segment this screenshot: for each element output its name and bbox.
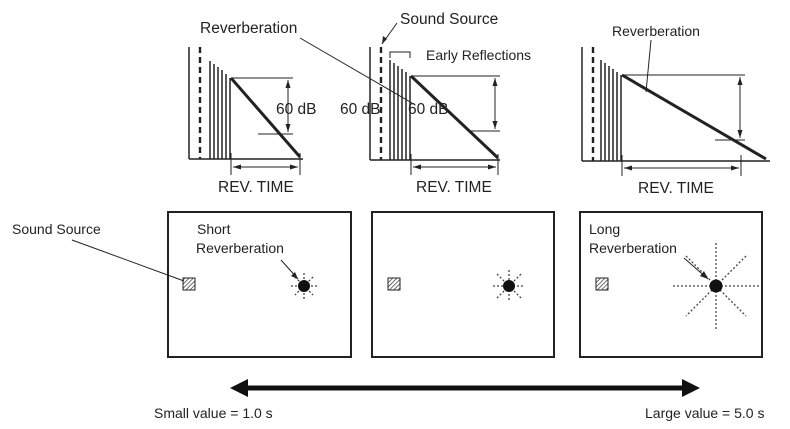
graph-3-early-reflections bbox=[600, 60, 622, 161]
graph-2-sound-source-label: Sound Source bbox=[400, 11, 498, 28]
reverberation-leader-line bbox=[299, 37, 413, 104]
graph-1-reverberation-label: Reverberation bbox=[200, 20, 297, 37]
scale-arrow-right-head bbox=[682, 379, 700, 397]
scale-left-label: Small value = 1.0 s bbox=[154, 405, 273, 421]
room-1-label-line-2: Reverberation bbox=[196, 240, 284, 256]
room-1-label-line-1: Short bbox=[197, 221, 231, 237]
decay-graph-3: REV. TIME Reverberation 60 dB bbox=[408, 23, 770, 197]
room-3-listener-dot bbox=[709, 279, 723, 293]
scale-arrow-left-head bbox=[230, 379, 248, 397]
room-3-source-square bbox=[595, 277, 609, 291]
graph-3-decay-line bbox=[621, 73, 767, 161]
graph-3-reverberation-leader bbox=[645, 39, 652, 93]
room-2 bbox=[371, 211, 555, 358]
side-sound-source-leader bbox=[71, 239, 185, 282]
graph-2-db-label: 60 dB bbox=[340, 101, 381, 118]
side-sound-source-label: Sound Source bbox=[12, 221, 101, 237]
room-1: Short Reverberation bbox=[167, 211, 352, 358]
room-3: Long Reverberation bbox=[579, 211, 763, 358]
room-1-listener-dot bbox=[298, 280, 310, 292]
graph-2-early-reflections-label: Early Reflections bbox=[426, 47, 531, 63]
graph-1-early-reflections bbox=[209, 61, 231, 159]
scale: Small value = 1.0 s Large value = 5.0 s bbox=[154, 379, 764, 421]
room-1-source-square bbox=[182, 277, 196, 291]
graph-2-rev-time-label: REV. TIME bbox=[416, 179, 492, 196]
graph-1-rev-time-label: REV. TIME bbox=[218, 179, 294, 196]
room-3-frame bbox=[579, 211, 763, 358]
graph-3-reverberation-label: Reverberation bbox=[612, 23, 700, 39]
room-2-listener-dot bbox=[503, 280, 515, 292]
graph-3-db-label: 60 dB bbox=[408, 101, 449, 118]
graph-2-early-reflections bbox=[389, 60, 411, 160]
decay-graph-2: REV. TIME Sound Source Early Reflections… bbox=[340, 11, 531, 196]
graph-2-decay-line bbox=[409, 74, 500, 160]
graph-1-decay-line bbox=[229, 77, 302, 158]
room-3-label-line-2: Reverberation bbox=[589, 240, 677, 256]
graph-3-rev-time-label: REV. TIME bbox=[638, 180, 714, 197]
room-2-source-square bbox=[387, 277, 401, 291]
decay-graph-1: REV. TIME Reverberation 60 dB bbox=[188, 20, 317, 196]
graph-2-early-reflections-bracket bbox=[389, 51, 411, 58]
room-1-frame bbox=[167, 211, 352, 358]
graph-1-db-label: 60 dB bbox=[276, 101, 317, 118]
room-2-frame bbox=[371, 211, 555, 358]
room-3-label-line-1: Long bbox=[589, 221, 620, 237]
scale-right-label: Large value = 5.0 s bbox=[645, 405, 764, 421]
